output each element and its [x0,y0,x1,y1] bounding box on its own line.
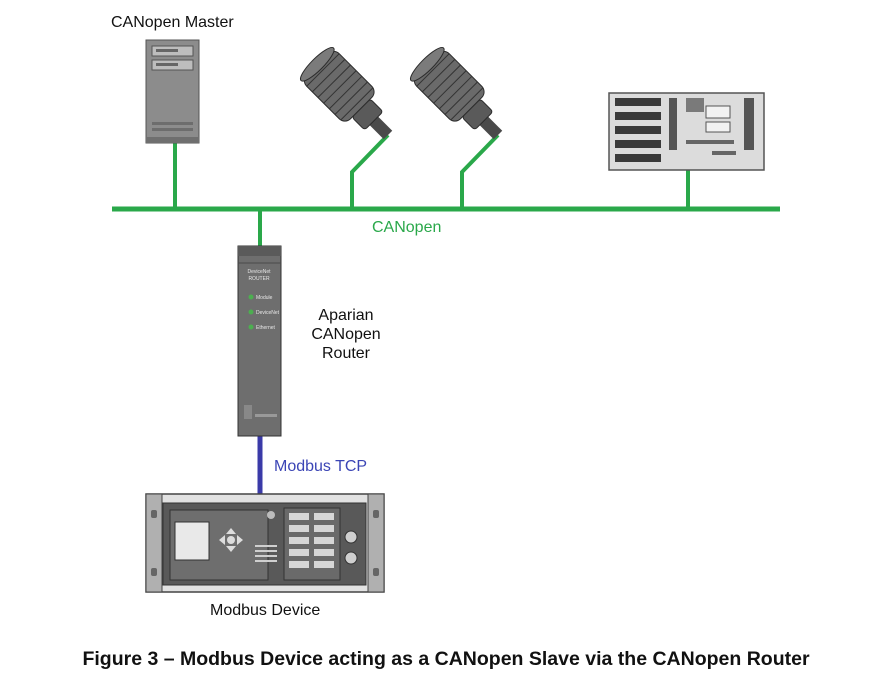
led-module-icon [248,294,254,300]
led-ethernet-icon [248,324,254,330]
canopen-bus-label: CANopen [372,219,442,236]
led-label-ethernet: Ethernet [256,325,276,331]
plc-board-icon [608,92,765,171]
led-label-module: Module [256,295,273,301]
led-devicenet-icon [248,309,254,315]
router-module-icon: DeviceNet ROUTER Module DeviceNet Ethern… [237,245,282,437]
sensor-icon [409,46,503,140]
router-label-line-1: Aparian [318,307,374,324]
router-header-1: DeviceNet [247,269,271,275]
sensor-icon [299,46,393,140]
modbus-device-icon [145,493,385,593]
router-label-line-3: Router [321,345,371,362]
led-label-devicenet: DeviceNet [256,310,280,316]
figure-caption: Figure 3 – Modbus Device acting as a CAN… [82,648,810,670]
sensor2-drop-line [460,133,500,209]
pc-tower-icon [145,39,200,144]
router-label: Aparian CANopen Router [300,306,392,363]
modbus-tcp-label: Modbus TCP [274,458,368,475]
sensor1-drop-line [350,133,390,209]
router-header-2: ROUTER [248,276,270,282]
router-label-line-2: CANopen [311,326,381,343]
modbus-device-label: Modbus Device [210,602,321,619]
master-label: CANopen Master [111,14,234,31]
